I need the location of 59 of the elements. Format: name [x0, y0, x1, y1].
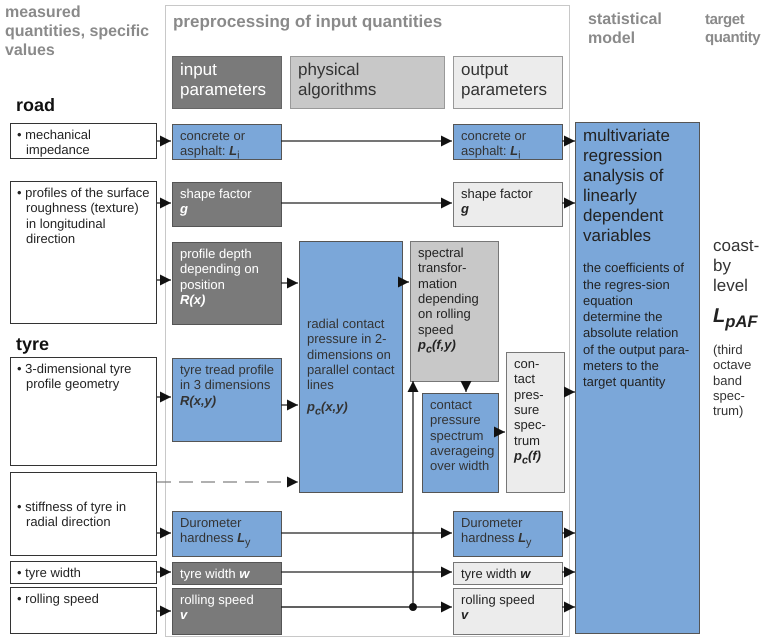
process-box: Durometer hardness L$_{y}$ [172, 511, 282, 557]
arrow [281, 136, 452, 146]
column-header: output parameters [453, 56, 563, 109]
input-box: • rolling speed [10, 587, 157, 634]
arrow [157, 392, 171, 402]
arrow [562, 198, 575, 208]
column-header: input parameters [172, 56, 282, 109]
arrow [281, 400, 298, 410]
symbol-label: L$_{pAF}$ [713, 305, 759, 332]
arrow [157, 136, 171, 146]
arrow [562, 566, 575, 578]
input-box: • 3-dimensional tyre profile geometry [10, 357, 157, 466]
process-box: tyre width w [172, 562, 282, 585]
arrow [398, 276, 409, 288]
arrow [157, 566, 171, 578]
process-box: tyre width w [453, 562, 563, 585]
process-box: contact pressure spectrum averageing over width [422, 393, 499, 493]
process-box: radial contact pressure in 2-dimensions on parallel contact lines p$_{c}$(x,y) [299, 241, 403, 493]
process-box: spectral transfor-mation depending on rolling speed p$_{c}$(f,y) [410, 241, 499, 382]
input-box: • stiffness of tyre in radial direction [10, 472, 157, 556]
input-box: • tyre width [10, 561, 157, 584]
arrow [281, 566, 452, 578]
process-box: shape factor g [453, 182, 563, 227]
section-heading: road [16, 95, 56, 116]
process-box: concrete or asphalt: L$_{i}$ [172, 124, 282, 160]
process-box: shape factor g [172, 182, 282, 227]
process-box: rolling speed v [172, 588, 282, 635]
process-box: rolling speed v [453, 588, 563, 635]
arrow [157, 606, 171, 616]
arrow [460, 381, 472, 392]
column-panel: preprocessing of input quantities input parameters physical algorithms output parameters concrete or asphalt: L$_{i}$ shape factor g profile depth depending on position R(x) tyre tread profile in 3 dimensions R(x,y) Durometer hardness L$_{y}$ tyre width w rolling speed v radial contact pressure in 2-dimensions on parallel contact lines p$_{c}$(x,y) spectral transfor-mation depending on rolling speed p$_{c}$(f,y) contact pressure spectrum averageing over width con-tact pres-sure spec-trum p$_{c}$(f) concrete or asphalt: L$_{i}$ shape factor g Durometer hardness L$_{y}$ tyre width w rolling speed v [165, 5, 570, 637]
column-heading: measured quantities, specific values [5, 4, 150, 61]
input-box: • mechanical impedance [10, 123, 157, 159]
arrow [562, 528, 575, 538]
arrow [562, 602, 575, 612]
process-box: tyre tread profile in 3 dimensions R(x,y) [172, 358, 282, 442]
arrow [564, 386, 575, 398]
model-box: multivariate regression analysis of linearly dependent variables the coefficients of the regres-sion equation determine the absolute relation of the output para-meters to the target quantity [575, 122, 700, 634]
column-heading: target quantity [705, 11, 762, 46]
arrow [281, 381, 418, 608]
arrow [562, 136, 575, 146]
arrow [157, 528, 171, 538]
dashed-arrow [157, 476, 298, 488]
process-box: profile depth depending on position R(x) [172, 242, 282, 325]
process-box: Durometer hardness L$_{y}$ [453, 511, 563, 557]
arrow [157, 274, 171, 286]
column-header: physical algorithms [290, 56, 445, 109]
section-heading: tyre [16, 334, 50, 356]
process-box: con-tact pres-sure spec-trum p$_{c}$(f) [506, 352, 565, 493]
arrow [157, 198, 171, 208]
target-label: coast-by level [713, 236, 760, 296]
note-label: (third octave band spec-trum) [713, 342, 752, 419]
arrow [494, 426, 505, 438]
input-box: • profiles of the surface roughness (texture) in longitudinal direction [10, 181, 157, 324]
process-box: concrete or asphalt: L$_{i}$ [453, 124, 563, 160]
arrow [281, 198, 452, 208]
arrow [281, 278, 298, 288]
column-heading: statistical model [588, 11, 663, 49]
arrow [281, 528, 452, 538]
